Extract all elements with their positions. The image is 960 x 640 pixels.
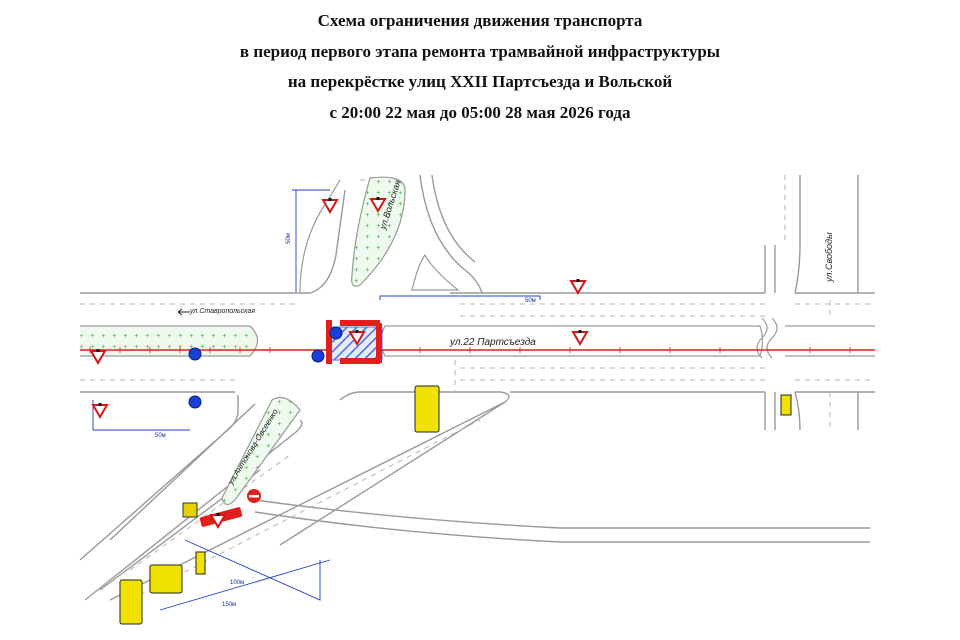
dim-stavropolskaya-label: 50м: [155, 433, 166, 439]
dim-150-label: 150м: [222, 602, 236, 608]
title-line-3: на перекрёстке улиц XXII Партсъезда и Во…: [287, 72, 673, 91]
tram-ties: [89, 347, 851, 353]
direction-arrow-icon: [177, 308, 190, 316]
title-line-2: в период первого этапа ремонта трамвайно…: [239, 41, 721, 61]
road-outlines: [79, 174, 875, 601]
street-partsyezda: ул.22 Партсъезда: [449, 337, 536, 348]
title-line-4: с 20:00 22 мая до 05:00 28 мая 2026 года: [329, 102, 631, 122]
medians: [80, 176, 875, 506]
yield-sign-icon: [90, 196, 588, 528]
work-zone: [326, 320, 383, 364]
title-line-1: Схема ограничения движения транспорта: [317, 11, 643, 30]
scheme-title: Схема ограничения движения транспорта в …: [0, 6, 960, 128]
street-svobody: ул.Свободы: [824, 232, 834, 283]
dimension-lines: [92, 189, 541, 611]
dim-100-label: 100м: [230, 580, 244, 586]
intersection-map: +: [79, 174, 875, 625]
lane-markings: [80, 175, 875, 596]
street-stavropolskaya: ул.Ставропольская: [189, 308, 255, 315]
dim-partsyezda-label: 50м: [525, 298, 536, 304]
no-entry-sign-icon: [247, 489, 261, 503]
detour-sign-icon: [119, 385, 792, 625]
dim-volskaya-label: 50м: [286, 233, 292, 244]
svobody-crossing-wave: [756, 317, 778, 359]
